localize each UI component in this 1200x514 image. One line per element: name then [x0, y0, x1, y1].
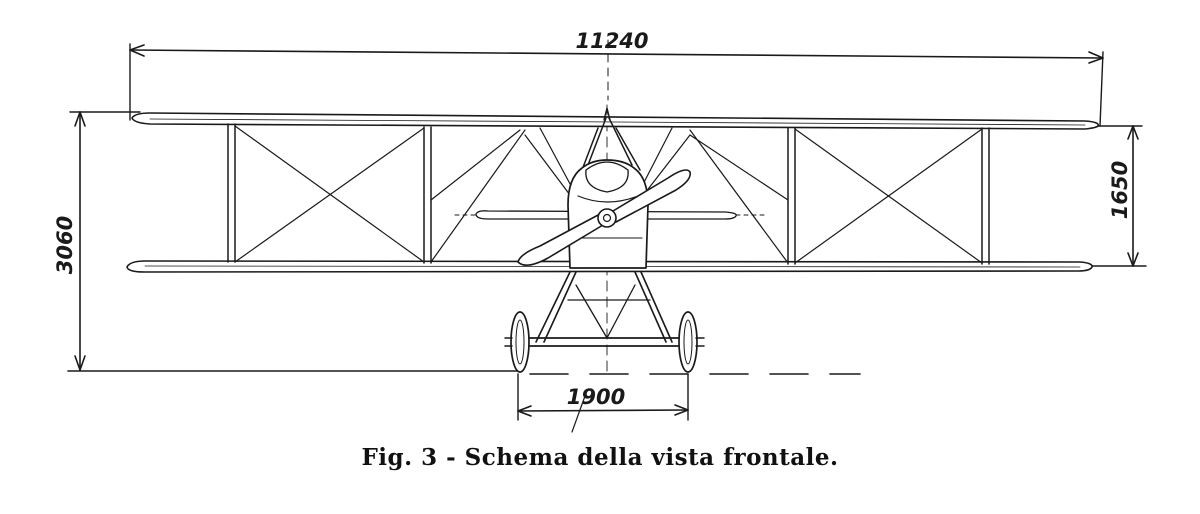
- ground-line: [67, 370, 861, 375]
- wheel-track-label: 1900: [567, 385, 625, 409]
- propeller-hub-icon: [597, 208, 617, 228]
- tailplane: [454, 210, 766, 220]
- fuselage: [567, 107, 649, 269]
- wingspan-label: 11240: [575, 29, 648, 53]
- right-wheel-icon: [678, 311, 698, 373]
- upper-wing: [131, 112, 1100, 130]
- overall-height-dimension: 3060: [53, 111, 141, 371]
- interplane-struts: [227, 123, 990, 265]
- figure-caption: Fig. 3 - Schema della vista frontale.: [361, 444, 839, 471]
- landing-gear: [504, 271, 705, 373]
- wheel-track-dimension: 1900: [517, 373, 689, 433]
- wing-gap-label: 1650: [1108, 161, 1132, 219]
- cabane-struts: [581, 117, 641, 171]
- wingspan-dimension: 11240: [129, 29, 1104, 127]
- wing-gap-dimension: 1650: [1089, 125, 1147, 267]
- overall-height-label: 3060: [53, 216, 77, 274]
- left-wheel-icon: [510, 311, 530, 373]
- propeller: [517, 169, 692, 266]
